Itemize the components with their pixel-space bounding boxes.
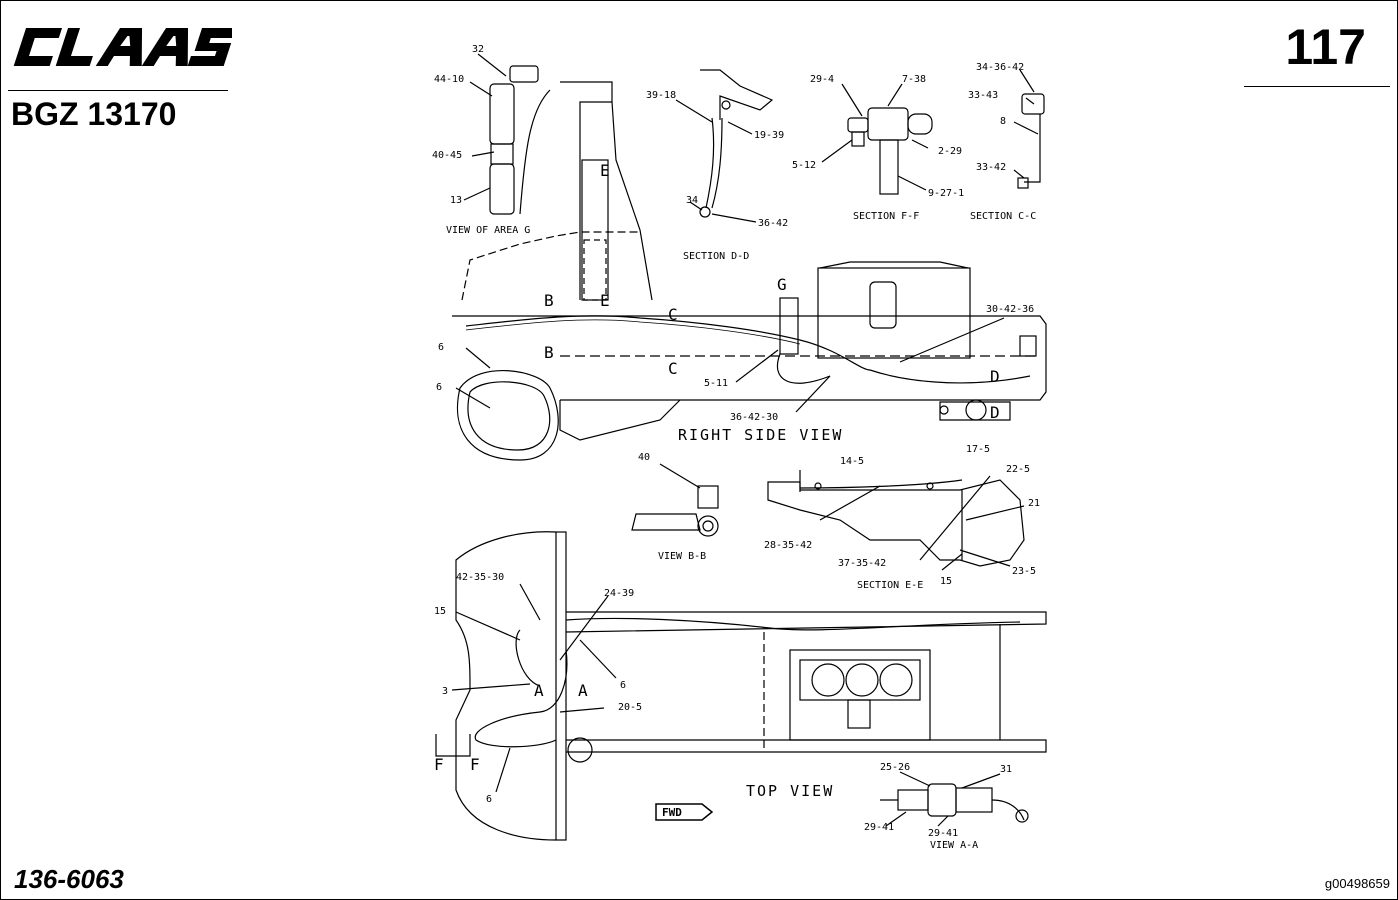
callout-33-43: 33-43 (968, 90, 998, 101)
marker-a-left: A (534, 681, 544, 700)
header-rule-left (8, 90, 228, 91)
view-aa (880, 771, 1029, 827)
marker-g: G (777, 275, 787, 294)
section-dd (675, 69, 774, 223)
callout-8: 8 (1000, 116, 1006, 127)
callout-25-26: 25-26 (880, 762, 910, 773)
callout-39-18: 39-18 (646, 90, 676, 101)
callout-29-4: 29-4 (810, 74, 834, 85)
marker-f-right: F (470, 755, 480, 774)
callout-42-35-30: 42-35-30 (456, 572, 504, 583)
section-cc (1013, 69, 1045, 189)
callout-19-39: 19-39 (754, 130, 784, 141)
label-right-side-view: RIGHT SIDE VIEW (678, 426, 843, 444)
callout-29-41-b: 29-41 (928, 828, 958, 839)
callout-36-42-30: 36-42-30 (730, 412, 778, 423)
label-section-cc: SECTION C-C (970, 211, 1036, 222)
page-number: 117 (1285, 19, 1366, 75)
callout-23-5: 23-5 (1012, 566, 1036, 577)
marker-c-top: C (668, 305, 678, 324)
callout-6-a: 6 (438, 342, 444, 353)
callout-6-d: 6 (486, 794, 492, 805)
callout-32: 32 (472, 44, 484, 55)
marker-e-low: E (600, 291, 610, 310)
callout-14-5: 14-5 (840, 456, 864, 467)
label-section-dd: SECTION D-D (683, 251, 749, 262)
label-top-view: TOP VIEW (746, 782, 834, 800)
callout-40: 40 (638, 452, 650, 463)
marker-f-left: F (434, 755, 444, 774)
marker-b-top: B (544, 291, 554, 310)
graphic-id: g00498659 (1324, 876, 1390, 891)
callout-21: 21 (1028, 498, 1040, 509)
callout-7-38: 7-38 (902, 74, 926, 85)
label-view-bb: VIEW B-B (658, 551, 706, 562)
marker-c-bottom: C (668, 359, 678, 378)
callout-2-29: 2-29 (938, 146, 962, 157)
callout-9-27-1: 9-27-1 (928, 188, 964, 199)
claas-logo (13, 28, 232, 66)
right-side-view (452, 81, 1047, 461)
top-view (435, 531, 1047, 841)
callout-24-39: 24-39 (604, 588, 634, 599)
callout-5-12: 5-12 (792, 160, 816, 171)
callout-15-t: 15 (434, 606, 446, 617)
marker-d-top: D (990, 367, 1000, 386)
callout-22-5: 22-5 (1006, 464, 1030, 475)
part-number: 136-6063 (14, 864, 124, 894)
view-area-g (463, 53, 551, 215)
callout-20-5: 20-5 (618, 702, 642, 713)
label-view-aa: VIEW A-A (930, 840, 978, 851)
marker-b-bottom: B (544, 343, 554, 362)
header-rule-right (1244, 86, 1390, 87)
section-ff (821, 83, 933, 195)
callout-3: 3 (442, 686, 448, 697)
marker-a-right: A (578, 681, 588, 700)
callout-29-41-a: 29-41 (864, 822, 894, 833)
callout-34: 34 (686, 195, 698, 206)
callout-31: 31 (1000, 764, 1012, 775)
callout-6-c: 6 (620, 680, 626, 691)
callout-40-45: 40-45 (432, 150, 462, 161)
callout-13: 13 (450, 195, 462, 206)
callout-6-b: 6 (436, 382, 442, 393)
callout-28-35-42: 28-35-42 (764, 540, 812, 551)
view-bb (631, 463, 719, 537)
callout-5-11: 5-11 (704, 378, 728, 389)
label-section-ff: SECTION F-F (853, 211, 919, 222)
callout-15-e: 15 (940, 576, 952, 587)
section-ee (767, 470, 1025, 571)
label-view-area-g: VIEW OF AREA G (446, 225, 530, 236)
callout-36-42-d: 36-42 (758, 218, 788, 229)
callout-17-5: 17-5 (966, 444, 990, 455)
callout-30-42-36: 30-42-36 (986, 304, 1034, 315)
callout-33-42: 33-42 (976, 162, 1006, 173)
callout-34-36-42: 34-36-42 (976, 62, 1024, 73)
label-fwd: FWD (662, 806, 682, 819)
callout-37-35-42: 37-35-42 (838, 558, 886, 569)
marker-d-bottom: D (990, 403, 1000, 422)
label-section-ee: SECTION E-E (857, 580, 923, 591)
callout-44-10: 44-10 (434, 74, 464, 85)
doc-code: BGZ 13170 (11, 96, 177, 132)
marker-e: E (600, 161, 610, 180)
